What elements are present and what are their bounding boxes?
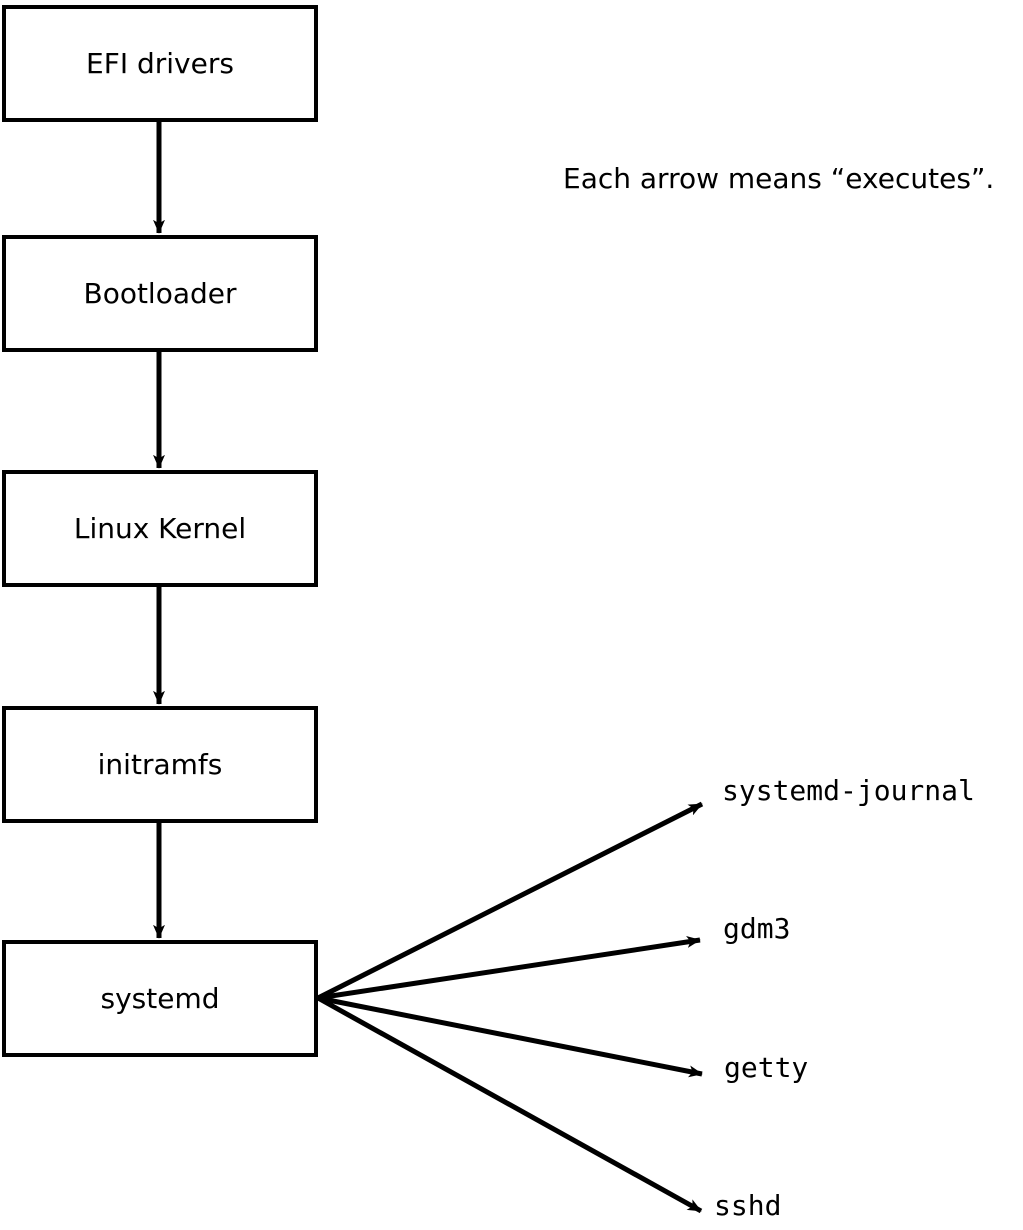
node-getty[interactable]: getty	[724, 1051, 809, 1084]
node-bootloader[interactable]: Bootloader	[2, 235, 318, 352]
diagram-caption: Each arrow means “executes”.	[563, 162, 995, 195]
node-systemd-journal[interactable]: systemd-journal	[722, 774, 975, 807]
node-efi-drivers[interactable]: EFI drivers	[2, 5, 318, 122]
node-systemd-label: systemd	[100, 981, 220, 1015]
arrow-systemd-to-getty	[317, 995, 703, 1078]
node-bootloader-label: Bootloader	[83, 276, 237, 310]
arrow-systemd-to-systemd-journal	[316, 801, 704, 1001]
node-systemd[interactable]: systemd	[2, 940, 318, 1057]
node-sshd[interactable]: sshd	[714, 1189, 782, 1222]
node-efi-drivers-label: EFI drivers	[86, 46, 234, 80]
node-gdm3[interactable]: gdm3	[723, 912, 791, 945]
node-linux-kernel-label: Linux Kernel	[73, 511, 247, 545]
arrow-systemd-to-sshd	[316, 995, 703, 1214]
node-linux-kernel[interactable]: Linux Kernel	[2, 470, 318, 587]
node-initramfs-label: initramfs	[97, 747, 223, 781]
arrow-systemd-to-gdm3	[317, 936, 701, 1001]
node-initramfs[interactable]: initramfs	[2, 706, 318, 823]
